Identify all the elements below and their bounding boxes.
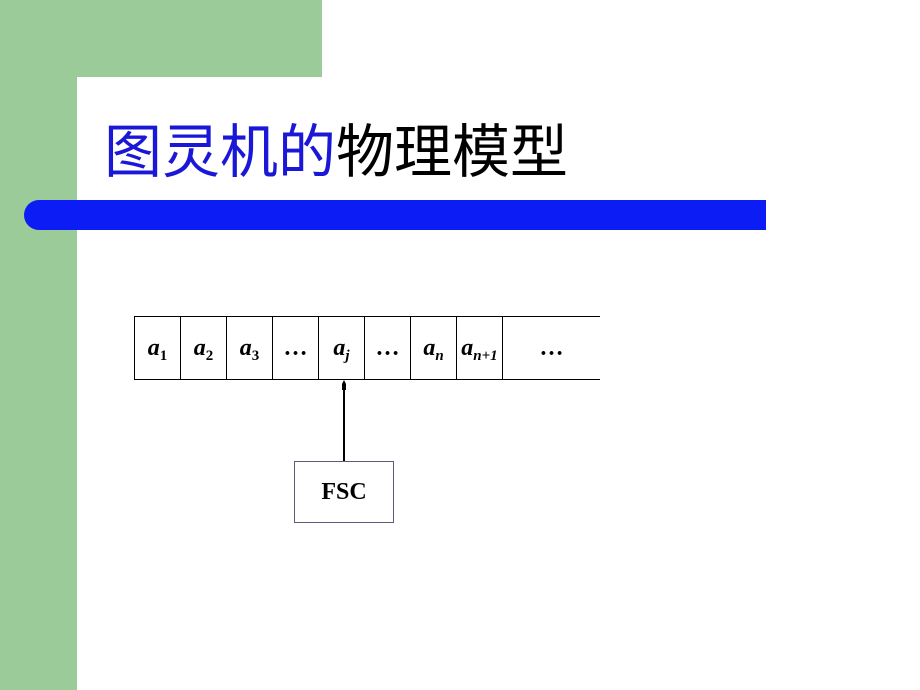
tape-subscript: 1 (159, 347, 168, 364)
tape-cell: … (364, 317, 410, 379)
slide-title-black: 物理模型 (336, 118, 569, 186)
content-panel (77, 77, 920, 690)
tape-symbol: a (423, 334, 436, 361)
green-sidebar (0, 0, 77, 690)
head-arrow (342, 380, 346, 462)
tape-cell: … (272, 317, 318, 379)
tape-ellipsis: … (539, 334, 564, 361)
tape-ellipsis: … (375, 334, 400, 361)
tape-symbol: a (147, 334, 160, 361)
slide-title: 图灵机的物理模型 (104, 112, 568, 192)
tape-ellipsis: … (283, 334, 308, 361)
arrow-head (342, 380, 346, 390)
tape-symbol: a (193, 334, 206, 361)
tape-symbol: a (333, 334, 346, 361)
title-underline-bar (24, 200, 766, 230)
tape-symbol: a (239, 334, 252, 361)
tape-subscript: 3 (251, 347, 260, 364)
fsc-label: FSC (321, 478, 367, 505)
tape-subscript: 2 (205, 347, 214, 364)
tape-subscript: n (435, 347, 444, 364)
tape-symbol: a (461, 334, 474, 361)
fsc-controller-box: FSC (294, 461, 394, 523)
slide-title-blue: 图灵机的 (104, 118, 337, 186)
green-top-band (0, 0, 322, 77)
tape-cell-open: … (502, 317, 600, 379)
tape-subscript: n+1 (473, 347, 498, 364)
tape-subscript: j (345, 347, 350, 364)
